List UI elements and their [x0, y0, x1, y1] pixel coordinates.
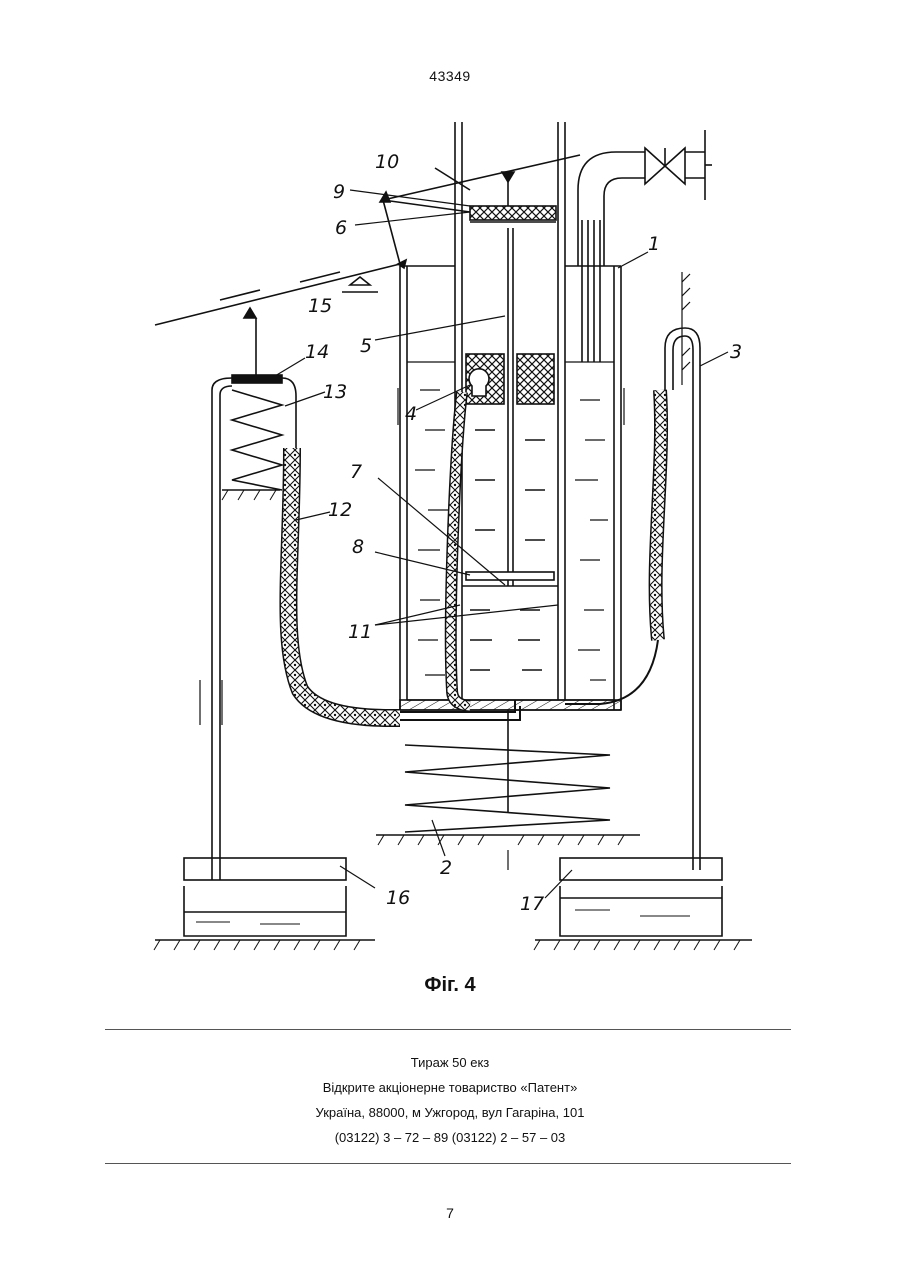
callout-label: 13 — [323, 381, 347, 403]
callout-label: 9 — [333, 181, 345, 203]
callout-label: 3 — [730, 341, 742, 363]
float-hook — [469, 369, 489, 396]
tank-17 — [535, 858, 752, 940]
imprint-line: Відкрите акціонерне товариство «Патент» — [0, 1075, 900, 1100]
technical-drawing: 1 2 3 4 5 6 7 8 9 10 11 12 13 14 15 16 1… — [0, 0, 900, 960]
lever — [383, 155, 580, 200]
callout-label: 14 — [305, 341, 329, 363]
figure-caption: Фіг. 4 — [0, 974, 900, 997]
divider-bottom — [105, 1163, 791, 1164]
float-right — [517, 354, 554, 404]
pivot-15 — [350, 277, 370, 285]
inlet-pipe — [578, 130, 712, 362]
imprint-line: Україна, 88000, м Ужгород, вул Гагаріна,… — [0, 1100, 900, 1125]
imprint-line: (03122) 3 – 72 – 89 (03122) 2 – 57 – 03 — [0, 1125, 900, 1150]
page-number: 7 — [0, 1205, 900, 1221]
callout-label: 16 — [386, 887, 410, 909]
callout-label: 15 — [308, 295, 332, 317]
tank-16 — [155, 858, 375, 940]
callout-label: 6 — [335, 217, 347, 239]
callout-label: 7 — [350, 461, 362, 483]
callout-label: 5 — [360, 335, 372, 357]
callout-label: 2 — [440, 857, 452, 879]
callout-label: 12 — [328, 499, 352, 521]
top-plate — [470, 206, 556, 220]
lower-lever — [155, 264, 400, 325]
hose-12 — [288, 448, 400, 718]
callout-label: 8 — [352, 536, 364, 558]
disc — [466, 572, 554, 580]
callout-label: 1 — [648, 233, 660, 255]
imprint-block: Тираж 50 екз Відкрите акціонерне товарис… — [0, 1050, 900, 1150]
divider-top — [105, 1029, 791, 1030]
callout-label: 10 — [375, 151, 399, 173]
tube-3 — [565, 328, 700, 870]
liquid-outer — [407, 362, 614, 680]
callout-label: 11 — [348, 621, 372, 643]
callout-label: 17 — [520, 893, 544, 915]
callout-label: 4 — [405, 403, 417, 425]
imprint-line: Тираж 50 екз — [0, 1050, 900, 1075]
